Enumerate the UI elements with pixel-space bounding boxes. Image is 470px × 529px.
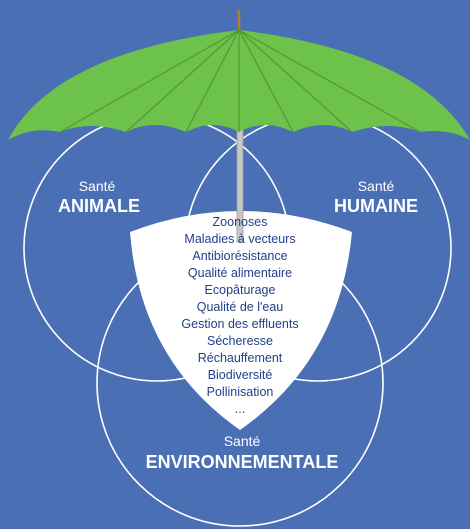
animale-prefix: Santé	[79, 178, 116, 194]
humaine-name: HUMAINE	[334, 196, 418, 216]
topic-item: Maladies à vecteurs	[184, 232, 295, 246]
topic-item: Antibiorésistance	[192, 249, 287, 263]
topic-item: Pollinisation	[207, 385, 274, 399]
topic-item: ...	[235, 402, 245, 416]
topic-item: Biodiversité	[208, 368, 273, 382]
topic-item: Qualité alimentaire	[188, 266, 292, 280]
topic-item: Sécheresse	[207, 334, 273, 348]
environnementale-name: ENVIRONNEMENTALE	[146, 452, 339, 472]
topic-item: Gestion des effluents	[181, 317, 298, 331]
humaine-prefix: Santé	[358, 178, 395, 194]
topic-item: Zoonoses	[213, 215, 268, 229]
topic-item: Réchauffement	[198, 351, 283, 365]
topic-item: Qualité de l'eau	[197, 300, 284, 314]
center-shield	[130, 211, 352, 430]
topic-list: Zoonoses Maladies à vecteurs Antibiorési…	[181, 215, 298, 416]
animale-name: ANIMALE	[58, 196, 140, 216]
topic-item: Ecopâturage	[205, 283, 276, 297]
umbrella-icon	[8, 10, 470, 243]
environnementale-prefix: Santé	[224, 433, 261, 449]
